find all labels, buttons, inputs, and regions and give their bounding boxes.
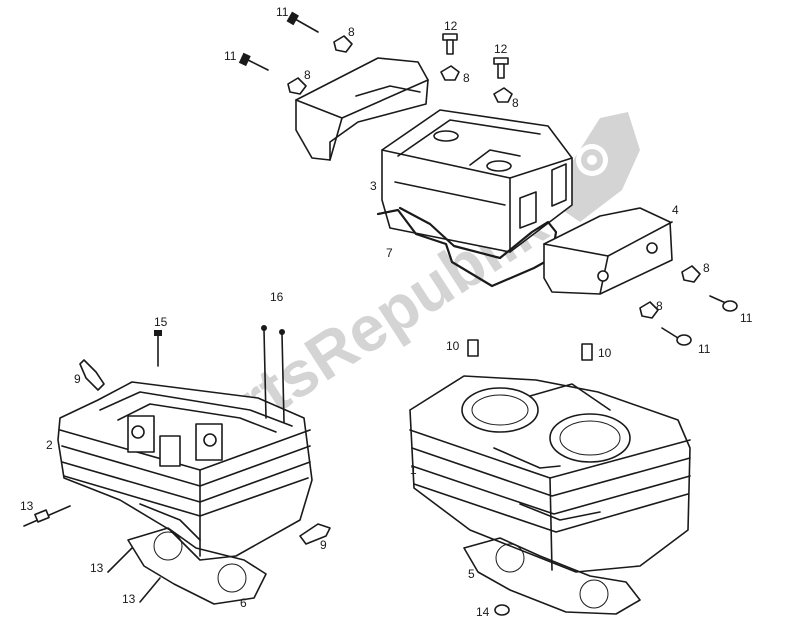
callout-11: 11 xyxy=(740,311,753,325)
callout-5: 5 xyxy=(468,567,475,581)
callout-13: 13 xyxy=(20,499,34,513)
callout-6: 6 xyxy=(240,596,247,610)
right-side-cover xyxy=(543,207,673,295)
callout-10: 10 xyxy=(598,346,612,360)
callout-4: 4 xyxy=(672,203,679,217)
small-parts xyxy=(23,325,593,616)
callout-2: 2 xyxy=(46,438,53,452)
callout-11: 11 xyxy=(276,5,289,19)
cylinder-block xyxy=(409,375,691,573)
callout-15: 15 xyxy=(154,315,168,329)
callout-7: 7 xyxy=(386,246,393,260)
callout-11: 11 xyxy=(224,49,237,63)
watermark-gear-icon xyxy=(576,144,608,176)
valve-cover xyxy=(381,109,573,253)
left-side-cover xyxy=(295,57,429,161)
callout-13: 13 xyxy=(90,561,104,575)
head-gasket xyxy=(127,527,267,605)
callout-9: 9 xyxy=(320,538,327,552)
callout-8: 8 xyxy=(656,299,663,313)
callout-14: 14 xyxy=(476,605,490,619)
callout-1: 1 xyxy=(410,463,417,477)
callout-8: 8 xyxy=(304,68,311,82)
callout-labels: 1 2 3 4 5 6 7 8 8 8 8 8 8 9 9 10 10 11 1… xyxy=(20,5,753,619)
callout-8: 8 xyxy=(512,96,519,110)
callout-9: 9 xyxy=(74,372,81,386)
fasteners xyxy=(238,11,738,346)
callout-16: 16 xyxy=(270,290,284,304)
callout-12: 12 xyxy=(494,42,508,56)
callout-13: 13 xyxy=(122,592,136,606)
callout-11: 11 xyxy=(698,342,711,356)
cylinder-head xyxy=(57,381,313,561)
callout-10: 10 xyxy=(446,339,460,353)
callout-8: 8 xyxy=(348,25,355,39)
base-gasket xyxy=(463,537,641,615)
callout-12: 12 xyxy=(444,19,458,33)
callout-3: 3 xyxy=(370,179,377,193)
callout-8: 8 xyxy=(463,71,470,85)
callout-8: 8 xyxy=(703,261,710,275)
